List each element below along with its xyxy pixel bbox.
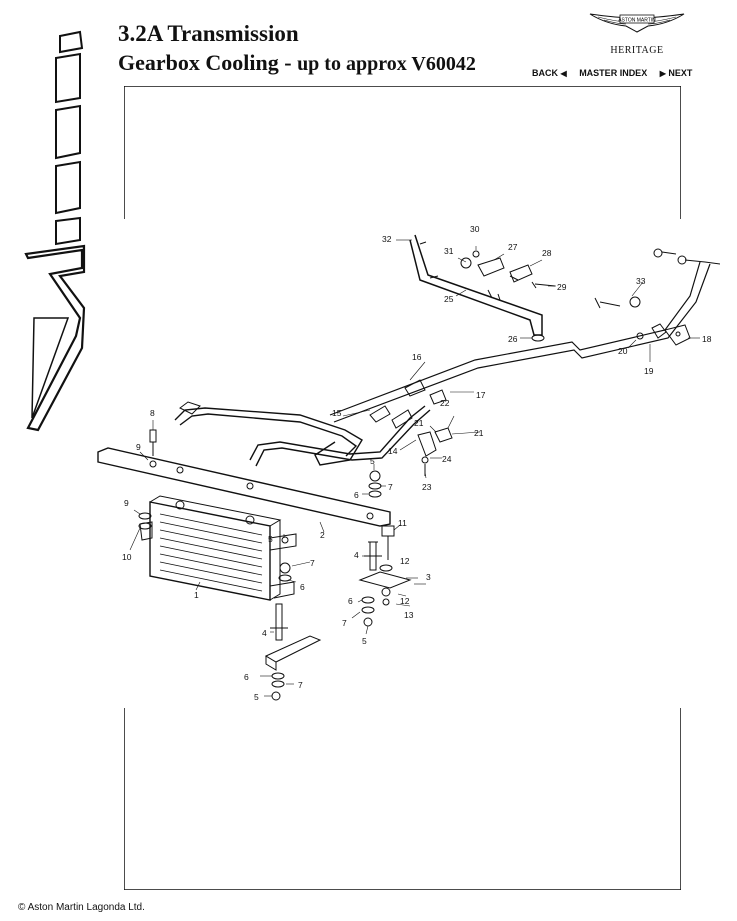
page-navigation: BACK ◀ MASTER INDEX ▶ NEXT: [532, 68, 692, 78]
callout-label: 14: [388, 446, 398, 456]
next-link[interactable]: ▶ NEXT: [660, 68, 693, 78]
callout-label: 16: [412, 352, 422, 362]
logo-text: ASTON MARTIN: [618, 18, 656, 24]
back-label: BACK: [532, 68, 558, 78]
callout-label: 6: [354, 490, 359, 500]
page-title: 3.2A Transmission Gearbox Cooling - up t…: [118, 20, 476, 77]
callout-label: 30: [470, 224, 480, 234]
callout-label: 17: [476, 390, 486, 400]
callout-label: 7: [310, 558, 315, 568]
callout-label: 23: [422, 482, 432, 492]
callout-label: 20: [618, 346, 628, 356]
callout-label: 21: [414, 418, 424, 428]
heritage-label: HERITAGE: [610, 45, 664, 56]
title-line-1: 3.2A Transmission: [118, 21, 299, 46]
title-line-2: Gearbox Cooling - up to approx V60042: [118, 49, 476, 77]
virage-wordmark-icon: [24, 30, 86, 432]
callout-label: 7: [298, 680, 303, 690]
callout-label: 12: [400, 556, 410, 566]
callout-label: 7: [388, 482, 393, 492]
callout-label: 28: [542, 248, 552, 258]
callout-label: 15: [332, 408, 342, 418]
callout-label: 6: [244, 672, 249, 682]
copyright-footer: © Aston Martin Lagonda Ltd.: [18, 902, 145, 913]
callout-label: 27: [508, 242, 518, 252]
callout-label: 22: [440, 398, 450, 408]
title-line-2-sub: up to approx V60042: [297, 52, 476, 75]
callout-label: 24: [442, 454, 452, 464]
callout-label: 29: [557, 282, 567, 292]
callout-label: 5: [268, 534, 273, 544]
callout-label: 19: [644, 366, 654, 376]
callout-label: 5: [362, 636, 367, 646]
triangle-left-icon: ◀: [560, 69, 567, 78]
title-line-2-main: Gearbox Cooling -: [118, 49, 298, 75]
callout-label: 10: [122, 552, 132, 562]
callout-label: 6: [300, 582, 305, 592]
callout-label: 5: [254, 692, 259, 702]
aston-martin-wings-logo-icon: ASTON MARTIN: [589, 13, 685, 33]
callout-label: 9: [136, 442, 141, 452]
callout-label: 1: [194, 590, 199, 600]
callout-label: 8: [150, 408, 155, 418]
gearbox-cooling-exploded-diagram: 32 31 30 27 28 29 25 26 33 18 20 19 16 1…: [97, 224, 720, 702]
callout-label: 11: [398, 518, 407, 528]
callout-label: 25: [444, 294, 454, 304]
back-link[interactable]: BACK ◀: [532, 68, 567, 78]
callout-label: 26: [508, 334, 518, 344]
triangle-right-icon: ▶: [659, 69, 666, 78]
callout-label: 13: [404, 610, 414, 620]
callout-label: 18: [702, 334, 712, 344]
callout-label: 2: [320, 530, 325, 540]
callout-label: 32: [382, 234, 392, 244]
callout-label: 3: [426, 572, 431, 582]
master-index-link[interactable]: MASTER INDEX: [579, 68, 648, 78]
callout-label: 31: [444, 246, 454, 256]
callout-label: 33: [636, 276, 646, 286]
next-label: NEXT: [668, 68, 693, 78]
callout-label: 5: [370, 456, 375, 466]
callout-labels: 32 31 30 27 28 29 25 26 33 18 20 19 16 1…: [122, 224, 712, 702]
callout-label: 21: [474, 428, 484, 438]
callout-label: 6: [348, 596, 353, 606]
callout-label: 9: [124, 498, 129, 508]
callout-label: 4: [354, 550, 359, 560]
callout-label: 4: [262, 628, 267, 638]
callout-label: 12: [400, 596, 410, 606]
callout-label: 7: [342, 618, 347, 628]
